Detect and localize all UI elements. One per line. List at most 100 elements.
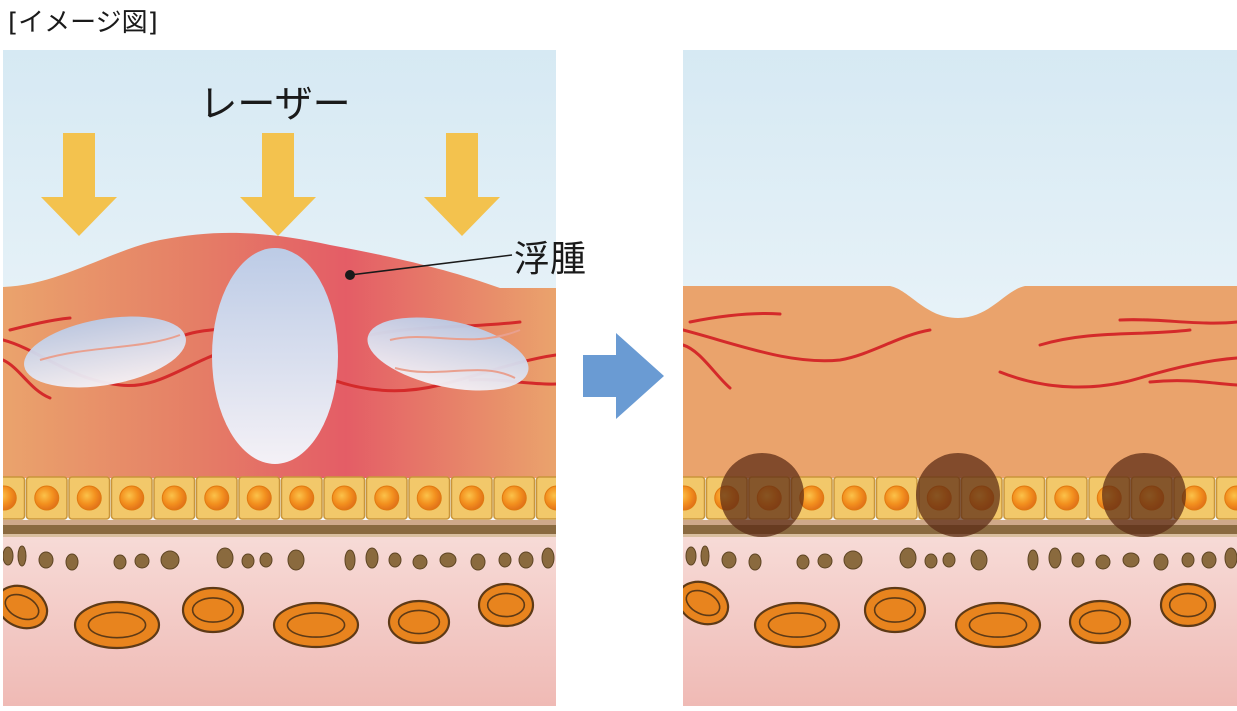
granule: [817, 553, 833, 569]
granule: [1048, 547, 1062, 569]
granule: [1071, 552, 1085, 568]
granule: [17, 545, 27, 567]
granule: [1122, 552, 1140, 568]
granule: [344, 549, 356, 571]
granule: [924, 553, 938, 569]
granule: [843, 550, 863, 570]
edema-leader-line: [349, 254, 513, 276]
transition-arrow: [583, 333, 664, 419]
fat-cell-inner: [1078, 609, 1122, 635]
laser-arrow-right: [424, 133, 500, 236]
pigment-spot: [916, 453, 1000, 537]
granule: [134, 553, 150, 569]
cell-nucleus: [119, 485, 145, 511]
pigment-granules: [3, 545, 555, 571]
fat-cell-inner: [397, 609, 441, 635]
granule: [65, 553, 79, 571]
fat-cell-inner: [1168, 592, 1208, 618]
basement-membrane: [3, 520, 556, 525]
cell-nucleus: [161, 485, 187, 511]
laser-arrow-center: [240, 133, 316, 236]
cell-nucleus: [459, 485, 485, 511]
fat-cell-inner: [968, 612, 1028, 638]
edema-label: 浮腫: [514, 239, 586, 280]
granule: [3, 546, 14, 566]
granule: [796, 554, 810, 570]
cell-nucleus: [374, 485, 400, 511]
granule: [1224, 547, 1237, 569]
fat-cell-inner: [873, 597, 917, 623]
edema-pointer-dot: [345, 270, 355, 280]
blood-vessels: [683, 311, 1237, 390]
granule: [160, 550, 180, 570]
fat-cells: [683, 580, 1217, 649]
basement-membrane-light: [3, 534, 556, 537]
granule: [685, 546, 697, 566]
granule: [287, 549, 305, 571]
granule: [412, 554, 428, 570]
after-panel: [683, 50, 1237, 706]
faint-vessel: [39, 334, 181, 361]
cell-nucleus: [331, 485, 357, 511]
faint-vessel: [394, 367, 516, 379]
faint-vessel: [389, 329, 521, 341]
granule: [388, 552, 402, 568]
blood-vessel: [998, 356, 1237, 389]
edema-fluid-right: [367, 317, 529, 391]
cell-nucleus: [416, 485, 442, 511]
cell-nucleus: [683, 485, 697, 511]
fat-cell-inner: [4, 593, 40, 621]
basal-cell-layer: [3, 476, 556, 520]
cell-nucleus: [1011, 485, 1037, 511]
granule: [1181, 552, 1195, 568]
fat-cell-inner: [486, 592, 526, 618]
granule: [241, 553, 255, 569]
granule: [899, 547, 917, 569]
granule: [1201, 551, 1217, 569]
laser-label: レーザー: [199, 82, 350, 126]
granule: [748, 553, 762, 571]
granule: [970, 549, 988, 571]
blood-vessel: [1038, 328, 1192, 347]
granule: [365, 547, 379, 569]
laser-arrow-left: [41, 133, 117, 236]
fat-cell-inner: [767, 612, 827, 638]
blood-vessel: [688, 311, 782, 324]
basement-membrane-dark: [3, 525, 556, 534]
cell-nucleus: [34, 485, 60, 511]
figure-caption: [イメージ図]: [8, 8, 158, 38]
granule: [518, 551, 534, 569]
granule: [1095, 554, 1111, 570]
fat-cell-inner: [87, 611, 147, 639]
edema-fluid-left: [24, 316, 186, 388]
pigment-spot: [1102, 453, 1186, 537]
cell-nucleus: [246, 485, 272, 511]
cell-nucleus: [1054, 485, 1080, 511]
granule: [38, 551, 54, 569]
cell-nucleus: [289, 485, 315, 511]
pigment-granules: [685, 545, 1237, 571]
cell-nucleus: [841, 485, 867, 511]
blood-vessel: [3, 358, 52, 400]
granule: [1153, 553, 1169, 571]
blood-vessel: [1118, 318, 1237, 325]
cell-nucleus: [501, 485, 527, 511]
edema-fluid-center: [212, 248, 338, 464]
cell-nucleus: [204, 485, 230, 511]
fat-cell-inner: [685, 589, 721, 617]
cell-nucleus: [544, 485, 556, 511]
fat-cell-inner: [191, 597, 235, 623]
granule: [113, 554, 127, 570]
pigment-spot: [720, 453, 804, 537]
basal-cell: [535, 476, 556, 520]
blood-vessel: [683, 328, 932, 363]
fat-cell-inner: [286, 612, 346, 638]
granule: [721, 551, 737, 569]
granule: [541, 547, 555, 569]
cell-nucleus: [3, 485, 17, 511]
granule: [700, 545, 710, 567]
granule: [1027, 549, 1039, 571]
fat-cells: [3, 582, 535, 650]
cell-nucleus: [76, 485, 102, 511]
